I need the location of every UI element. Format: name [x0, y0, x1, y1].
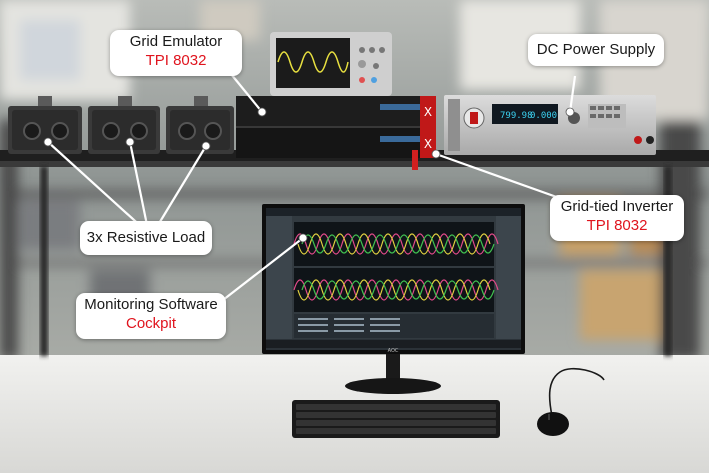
callout-dc-power-supply: DC Power Supply [528, 34, 664, 66]
callout-dots [43, 107, 575, 243]
keyboard [292, 400, 500, 438]
svg-text:X: X [424, 137, 432, 151]
callout-title: DC Power Supply [536, 41, 656, 58]
resistive-load-1 [8, 96, 82, 154]
callout-title: Monitoring Software [84, 296, 218, 313]
callout-title: 3x Resistive Load [86, 229, 206, 246]
callout-title: Grid-tied Inverter [560, 198, 674, 215]
psu-current-readout: 0.000 [530, 111, 557, 121]
dc-power-supply-unit: 799.98 0.000 [444, 95, 656, 155]
svg-text:X: X [424, 105, 432, 119]
callout-subtitle: Cockpit [125, 315, 177, 332]
resistive-load-3 [166, 96, 234, 154]
callout-resistive-load: 3x Resistive Load [80, 221, 212, 255]
callout-monitoring-software: Monitoring Software Cockpit [76, 293, 226, 339]
oscilloscope [270, 32, 392, 96]
monitor: AOC [262, 204, 525, 394]
monitor-screen [266, 208, 521, 339]
callout-grid-emulator: Grid Emulator TPI 8032 [110, 30, 242, 76]
resistive-load-2 [88, 96, 160, 154]
tpi-8032-units: X X [236, 96, 436, 170]
mouse [537, 367, 605, 436]
psu-voltage-readout: 799.98 [500, 111, 533, 121]
callout-subtitle: TPI 8032 [586, 217, 648, 234]
monitor-brand: AOC [388, 348, 399, 354]
callout-connectors [47, 73, 577, 301]
callout-subtitle: TPI 8032 [145, 52, 207, 69]
callout-title: Grid Emulator [129, 33, 223, 50]
callout-grid-tied-inverter: Grid-tied Inverter TPI 8032 [550, 195, 684, 241]
